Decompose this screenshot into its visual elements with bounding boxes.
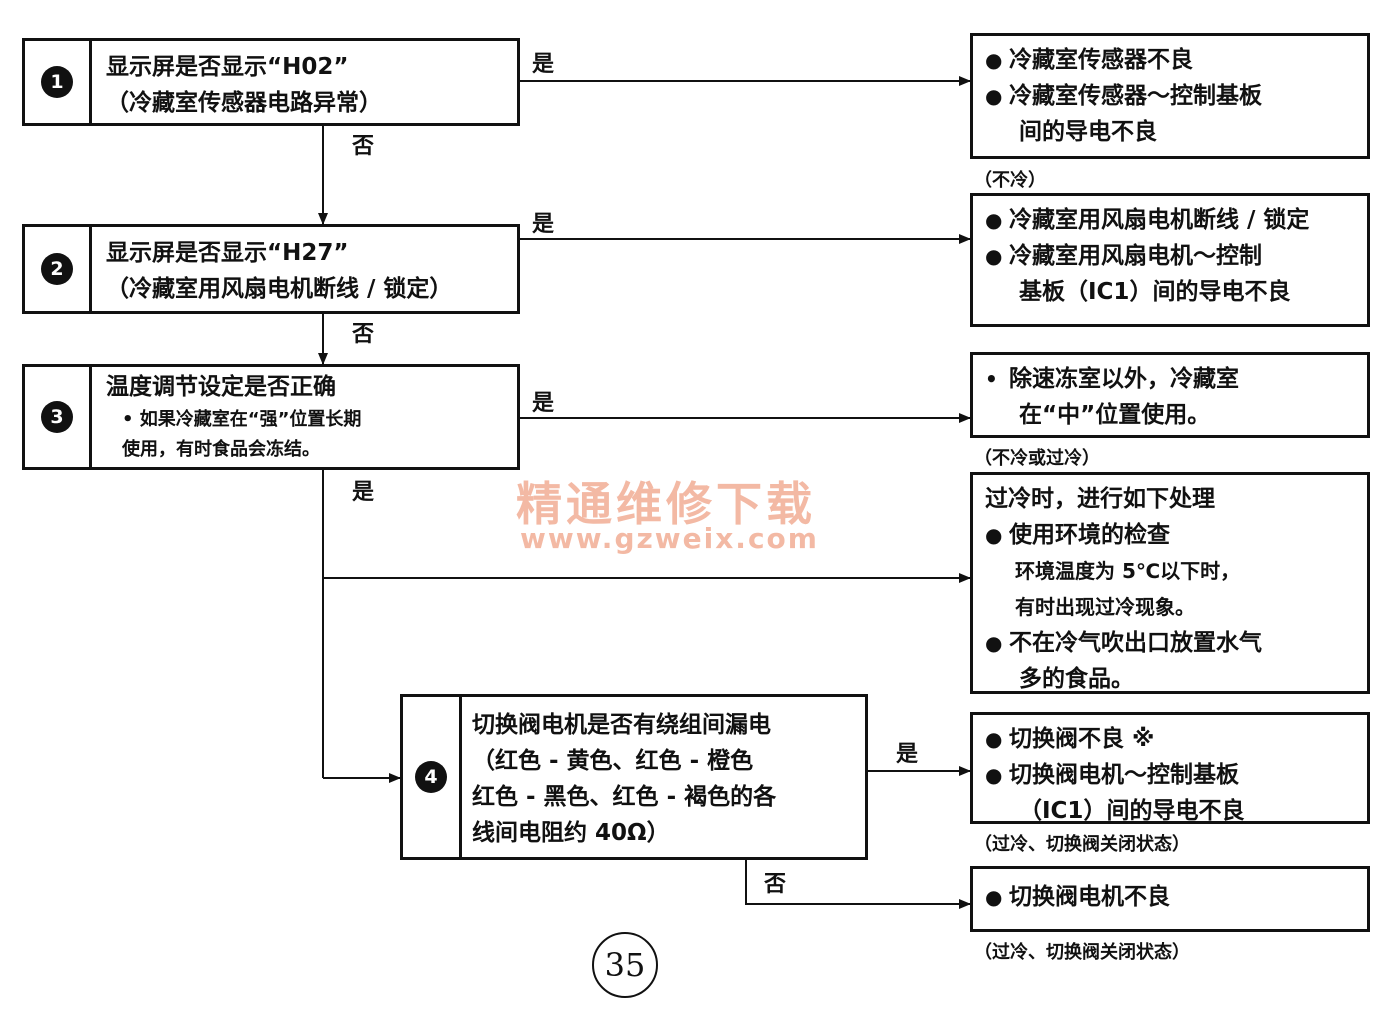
result-1-item-2-cont: 间的导电不良 <box>1019 119 1157 145</box>
step-2-question: 显示屏是否显示“H27” <box>106 240 349 266</box>
step-2-detail: （冷藏室用风扇电机断线 / 锁定） <box>106 276 453 302</box>
result-3-item-1: •除速冻室以外，冷藏室 <box>985 366 1239 392</box>
step-3-note-1: • 如果冷藏室在“强”位置长期 <box>122 409 362 430</box>
step-4-number: 4 <box>403 697 462 857</box>
step-4-detail-2: 红色 - 黑色、红色 - 褐色的各 <box>472 784 777 810</box>
result-3-box: •除速冻室以外，冷藏室 在“中”位置使用。 <box>970 352 1370 438</box>
result-2-item-2-cont: 基板（IC1）间的导电不良 <box>1019 279 1291 305</box>
result-5-box: ●切换阀不良 ※ ●切换阀电机～控制基板 （IC1）间的导电不良 <box>970 712 1370 824</box>
label-3-yes-down: 是 <box>352 480 375 505</box>
step-1-number: 1 <box>25 41 92 123</box>
step-4-box: 4 切换阀电机是否有绕组间漏电 （红色 - 黄色、红色 - 橙色 红色 - 黑色… <box>400 694 868 860</box>
result-3-caption: （不冷或过冷） <box>974 448 1100 469</box>
result-4-item-1: ●使用环境的检查 <box>985 522 1170 548</box>
step-2-number: 2 <box>25 227 92 311</box>
step-4-detail-1: （红色 - 黄色、红色 - 橙色 <box>472 748 754 774</box>
result-3-item-1-cont: 在“中”位置使用。 <box>1019 402 1211 428</box>
step-4-detail-3: 线间电阻约 40Ω） <box>472 820 670 846</box>
label-2-no: 否 <box>352 322 375 347</box>
result-1-box: ●冷藏室传感器不良 ●冷藏室传感器～控制基板 间的导电不良 <box>970 33 1370 159</box>
label-2-yes: 是 <box>532 212 555 237</box>
step-1-box: 1 显示屏是否显示“H02” （冷藏室传感器电路异常） <box>22 38 520 126</box>
step-3-box: 3 温度调节设定是否正确 • 如果冷藏室在“强”位置长期 使用，有时食品会冻结。 <box>22 364 520 470</box>
result-4-item-2-cont: 多的食品。 <box>1019 666 1134 692</box>
result-1-caption: （不冷） <box>974 170 1046 191</box>
step-3-question: 温度调节设定是否正确 <box>106 374 336 400</box>
result-1-item-2: ●冷藏室传感器～控制基板 <box>985 83 1262 109</box>
result-4-item-2: ●不在冷气吹出口放置水气 <box>985 630 1262 656</box>
result-2-item-1: ●冷藏室用风扇电机断线 / 锁定 <box>985 207 1310 233</box>
result-2-box: ●冷藏室用风扇电机断线 / 锁定 ●冷藏室用风扇电机～控制 基板（IC1）间的导… <box>970 193 1370 327</box>
result-5-item-2: ●切换阀电机～控制基板 <box>985 762 1239 788</box>
result-6-item-1: ●切换阀电机不良 <box>985 884 1170 910</box>
step-3-number: 3 <box>25 367 92 467</box>
page-number: 35 <box>592 932 658 998</box>
watermark-url: www.gzweix.com <box>520 522 819 555</box>
result-4-paren-1: 环境温度为 5℃以下时， <box>1015 559 1241 583</box>
result-6-caption: （过冷、切换阀关闭状态） <box>974 942 1190 963</box>
result-5-caption: （过冷、切换阀关闭状态） <box>974 834 1190 855</box>
step-1-detail: （冷藏室传感器电路异常） <box>106 90 382 116</box>
result-2-item-2: ●冷藏室用风扇电机～控制 <box>985 243 1262 269</box>
result-5-item-1: ●切换阀不良 ※ <box>985 726 1155 752</box>
arrow-4-no <box>745 860 971 909</box>
result-1-item-1: ●冷藏室传感器不良 <box>985 47 1193 73</box>
result-4-title: 过冷时，进行如下处理 <box>985 486 1215 512</box>
label-4-no: 否 <box>764 872 787 897</box>
watermark-title: 精通维修下载 <box>516 477 816 531</box>
label-1-no: 否 <box>352 134 375 159</box>
result-4-paren-2: 有时出现过冷现象。 <box>1015 595 1195 619</box>
step-1-question: 显示屏是否显示“H02” <box>106 54 349 80</box>
result-6-box: ●切换阀电机不良 <box>970 866 1370 932</box>
step-3-note-2: 使用，有时食品会冻结。 <box>122 439 320 460</box>
label-3-yes: 是 <box>532 391 555 416</box>
label-4-yes: 是 <box>896 742 919 767</box>
label-1-yes: 是 <box>532 52 555 77</box>
result-5-item-2-cont: （IC1）间的导电不良 <box>1019 798 1245 824</box>
result-4-box: 过冷时，进行如下处理 ●使用环境的检查 环境温度为 5℃以下时， 有时出现过冷现… <box>970 472 1370 694</box>
step-2-box: 2 显示屏是否显示“H27” （冷藏室用风扇电机断线 / 锁定） <box>22 224 520 314</box>
step-4-question: 切换阀电机是否有绕组间漏电 <box>472 712 771 738</box>
